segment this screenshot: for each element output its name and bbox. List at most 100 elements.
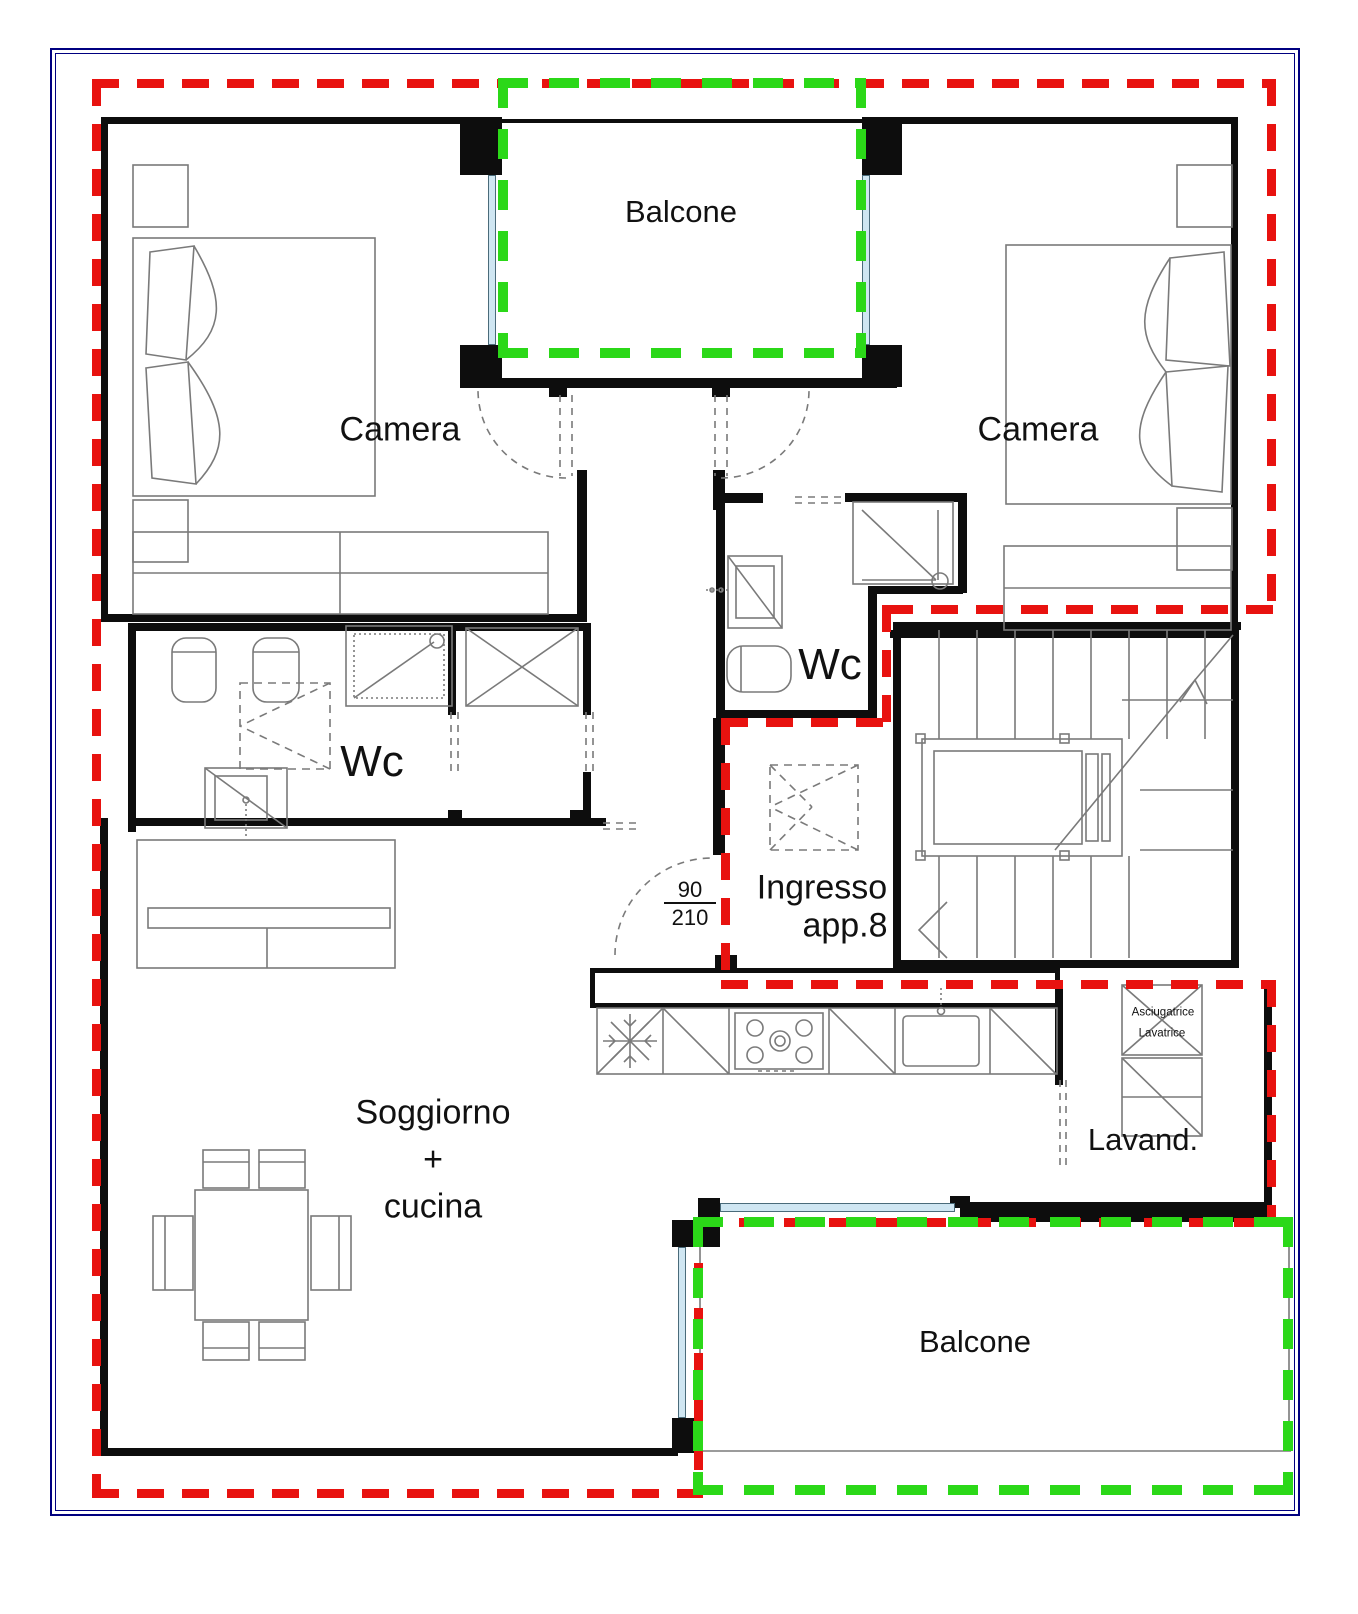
appliance-label-dryer: Asciugatrice — [1131, 1006, 1195, 1019]
door-arcs — [450, 389, 1067, 1168]
washer-dryer — [1121, 984, 1203, 1137]
balcony-edge — [500, 119, 865, 123]
room-label-ingresso-app: app.8 — [802, 906, 888, 945]
balcony-boundary — [498, 78, 508, 358]
window — [488, 175, 496, 345]
apartment-boundary — [721, 718, 730, 989]
door-jamb — [448, 810, 462, 818]
wall — [583, 772, 591, 822]
washbasin — [706, 555, 783, 629]
shower-box-dashed — [239, 682, 331, 770]
fridge-snowflake-icon — [603, 1014, 657, 1068]
wall — [897, 117, 1238, 124]
wall — [716, 503, 725, 718]
stairwell-wall — [1231, 622, 1239, 968]
nightstand — [132, 164, 189, 228]
shower-tray — [345, 625, 453, 707]
balcony-boundary — [693, 1217, 703, 1495]
room-label-wc-left: Wc — [340, 737, 404, 786]
wall — [577, 470, 587, 622]
room-label-balcone-top: Balcone — [624, 194, 738, 229]
wall — [460, 378, 897, 388]
wall — [716, 710, 877, 718]
appliance-label-washer: Lavatrice — [1138, 1027, 1186, 1040]
apartment-boundary — [92, 79, 101, 1498]
wall — [583, 623, 591, 715]
dining-table-set — [152, 1149, 352, 1361]
apartment-boundary — [886, 605, 1276, 614]
nightstand — [1176, 164, 1233, 228]
wall — [845, 493, 967, 502]
wardrobe-right — [1003, 545, 1232, 631]
wall — [958, 493, 967, 593]
apartment-boundary — [92, 1489, 703, 1498]
apartment-boundary — [721, 980, 1276, 989]
apartment-boundary — [721, 718, 891, 727]
room-label-soggiorno: Soggiorno — [355, 1093, 511, 1132]
wall — [890, 630, 1238, 638]
balcony-boundary — [856, 78, 866, 358]
wall — [868, 586, 963, 594]
door-jamb — [570, 810, 584, 818]
door-height-dim: 210 — [671, 905, 709, 930]
bidet — [252, 637, 300, 703]
washbasin — [204, 767, 288, 836]
nightstand — [1176, 507, 1233, 571]
room-label-ingresso: Ingresso — [756, 868, 888, 907]
stairwell-wall — [893, 622, 901, 968]
room-label-cucina: cucina — [383, 1187, 483, 1226]
wall — [1231, 117, 1238, 638]
shaft-dashed — [769, 764, 859, 851]
wall — [1055, 985, 1063, 1085]
stairwell-wall — [893, 960, 1239, 968]
door-jamb — [549, 388, 567, 397]
wall — [101, 117, 108, 622]
wall-pier — [460, 117, 502, 175]
elevator — [915, 733, 1123, 861]
wall — [128, 818, 606, 826]
wall — [128, 623, 590, 631]
wall — [100, 818, 108, 1456]
door-jamb — [712, 388, 730, 397]
nightstand — [132, 499, 189, 563]
sideboard — [136, 839, 396, 969]
balcony-boundary — [693, 1217, 1293, 1227]
wall — [100, 1448, 678, 1456]
window-balcony-door — [678, 1247, 686, 1418]
door-width-dim: 90 — [677, 877, 703, 902]
wardrobe-left — [132, 531, 549, 615]
window — [720, 1203, 955, 1212]
kitchen-counter — [596, 1007, 1058, 1075]
room-label-balcone-bottom: Balcone — [918, 1324, 1032, 1359]
balcony-boundary — [498, 348, 866, 358]
apartment-boundary — [882, 605, 891, 727]
wall — [101, 614, 587, 622]
wall — [950, 1196, 970, 1208]
staircase — [917, 630, 1234, 959]
bed-left — [132, 237, 376, 497]
kitchen-sink — [902, 988, 980, 1067]
toilet — [726, 645, 792, 693]
stove — [734, 1012, 824, 1072]
wall — [101, 117, 466, 124]
balcony-boundary — [693, 1485, 1293, 1495]
shower-tray — [852, 501, 954, 590]
room-label-plus: + — [423, 1140, 443, 1179]
room-label-lavanderia: Lavand. — [1087, 1122, 1199, 1157]
bed-right — [1005, 244, 1232, 505]
wall — [713, 493, 763, 503]
room-label-camera-left: Camera — [339, 410, 461, 449]
dim-fraction-line — [664, 902, 716, 904]
wall — [128, 623, 136, 832]
toilet — [171, 637, 217, 703]
wall-pier — [862, 117, 902, 175]
apartment-boundary — [1267, 79, 1276, 619]
apartment-boundary — [1267, 980, 1276, 1227]
wall — [868, 586, 877, 718]
balcony-boundary — [1283, 1217, 1293, 1495]
room-label-camera-right: Camera — [977, 410, 1099, 449]
stairwell-wall — [893, 622, 1241, 630]
balcony-boundary — [498, 78, 866, 88]
